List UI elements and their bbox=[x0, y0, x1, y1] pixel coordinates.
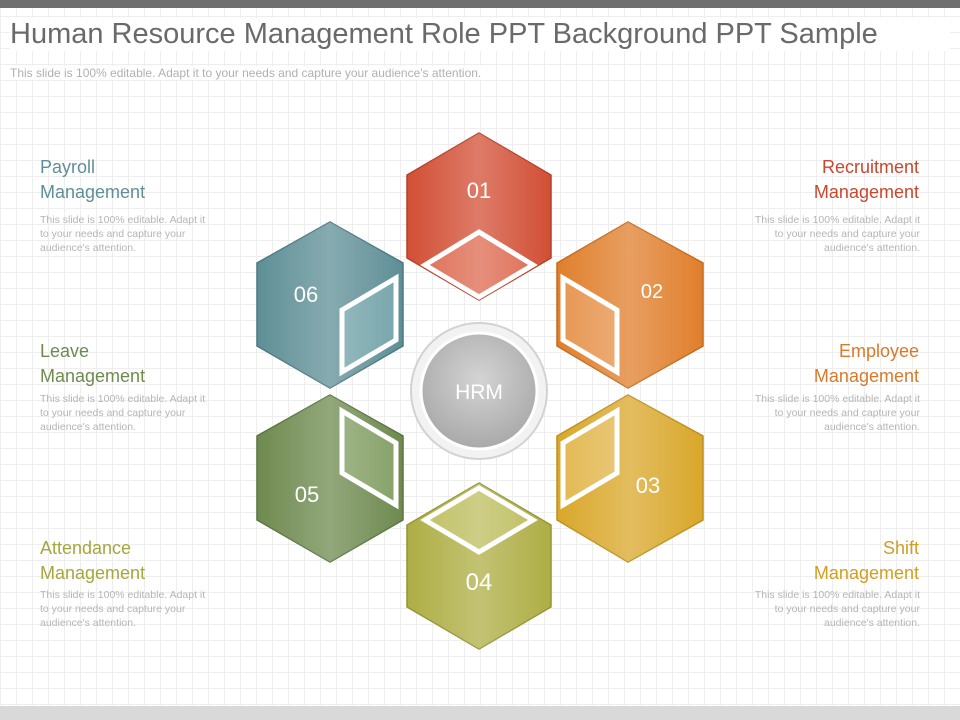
description-leave: This slide is 100% editable. Adapt it to… bbox=[40, 392, 240, 434]
label-line: Management bbox=[813, 366, 919, 386]
description-payroll: This slide is 100% editable. Adapt it to… bbox=[40, 213, 240, 255]
label-line: Management bbox=[40, 182, 146, 202]
description-employee: This slide is 100% editable. Adapt it to… bbox=[720, 392, 920, 434]
segment-number-01: 01 bbox=[467, 178, 491, 203]
center-hrm: HRM bbox=[410, 322, 548, 460]
description-shift: This slide is 100% editable. Adapt it to… bbox=[720, 588, 920, 630]
segment-01: 01 bbox=[406, 132, 552, 301]
segment-05: 05 bbox=[256, 394, 404, 563]
center-inner-circle bbox=[419, 331, 539, 451]
bottom-bar bbox=[0, 706, 960, 720]
segment-06: 06 bbox=[256, 221, 404, 389]
label-line: Management bbox=[813, 563, 919, 583]
label-line: Recruitment bbox=[821, 157, 919, 177]
label-attendance-management: Attendance Management bbox=[40, 536, 260, 586]
label-payroll-management: Payroll Management bbox=[40, 155, 260, 205]
segment-number-06: 06 bbox=[294, 282, 318, 307]
segment-number-02: 02 bbox=[641, 281, 663, 303]
label-line: Shift bbox=[882, 538, 919, 558]
desc-line: audience's attention. bbox=[824, 617, 920, 629]
desc-line: audience's attention. bbox=[824, 242, 920, 254]
label-line: Management bbox=[40, 563, 146, 583]
segment-number-04: 04 bbox=[466, 569, 493, 596]
segment-03: 03 bbox=[556, 394, 704, 563]
label-line: Leave bbox=[40, 341, 90, 361]
slide-title: Human Resource Management Role PPT Backg… bbox=[10, 18, 950, 51]
desc-line: This slide is 100% editable. Adapt it bbox=[754, 393, 920, 405]
slide-subtitle: This slide is 100% editable. Adapt it to… bbox=[10, 66, 482, 80]
segment-02: 02 bbox=[556, 221, 704, 389]
segment-04: 04 bbox=[406, 482, 552, 650]
shine-01 bbox=[407, 133, 551, 300]
desc-line: This slide is 100% editable. Adapt it bbox=[40, 393, 206, 405]
shine-05 bbox=[257, 395, 403, 562]
description-recruitment: This slide is 100% editable. Adapt it to… bbox=[720, 213, 920, 255]
desc-line: to your needs and capture your bbox=[40, 407, 186, 419]
desc-line: to your needs and capture your bbox=[40, 603, 186, 615]
segment-number-05: 05 bbox=[295, 482, 319, 507]
top-bar bbox=[0, 0, 960, 8]
desc-line: to your needs and capture your bbox=[774, 603, 920, 615]
desc-line: audience's attention. bbox=[40, 242, 136, 254]
label-line: Management bbox=[813, 182, 919, 202]
desc-line: audience's attention. bbox=[40, 617, 136, 629]
description-attendance: This slide is 100% editable. Adapt it to… bbox=[40, 588, 240, 630]
label-line: Payroll bbox=[40, 157, 96, 177]
desc-line: to your needs and capture your bbox=[774, 228, 920, 240]
label-shift-management: Shift Management bbox=[699, 536, 919, 586]
shine-06 bbox=[257, 222, 403, 388]
label-employee-management: Employee Management bbox=[699, 339, 919, 389]
desc-line: to your needs and capture your bbox=[774, 407, 920, 419]
desc-line: This slide is 100% editable. Adapt it bbox=[40, 589, 206, 601]
desc-line: This slide is 100% editable. Adapt it bbox=[754, 589, 920, 601]
label-line: Attendance bbox=[40, 538, 132, 558]
label-line: Management bbox=[40, 366, 146, 386]
desc-line: to your needs and capture your bbox=[40, 228, 186, 240]
shine-03 bbox=[557, 395, 703, 562]
shine-04 bbox=[407, 483, 551, 649]
label-recruitment-management: Recruitment Management bbox=[699, 155, 919, 205]
label-line: Employee bbox=[838, 341, 919, 361]
desc-line: audience's attention. bbox=[40, 421, 136, 433]
segment-number-03: 03 bbox=[636, 473, 660, 498]
shine-02 bbox=[557, 222, 703, 388]
label-leave-management: Leave Management bbox=[40, 339, 260, 389]
center-label: HRM bbox=[455, 381, 503, 404]
desc-line: This slide is 100% editable. Adapt it bbox=[40, 214, 206, 226]
desc-line: audience's attention. bbox=[824, 421, 920, 433]
desc-line: This slide is 100% editable. Adapt it bbox=[754, 214, 920, 226]
